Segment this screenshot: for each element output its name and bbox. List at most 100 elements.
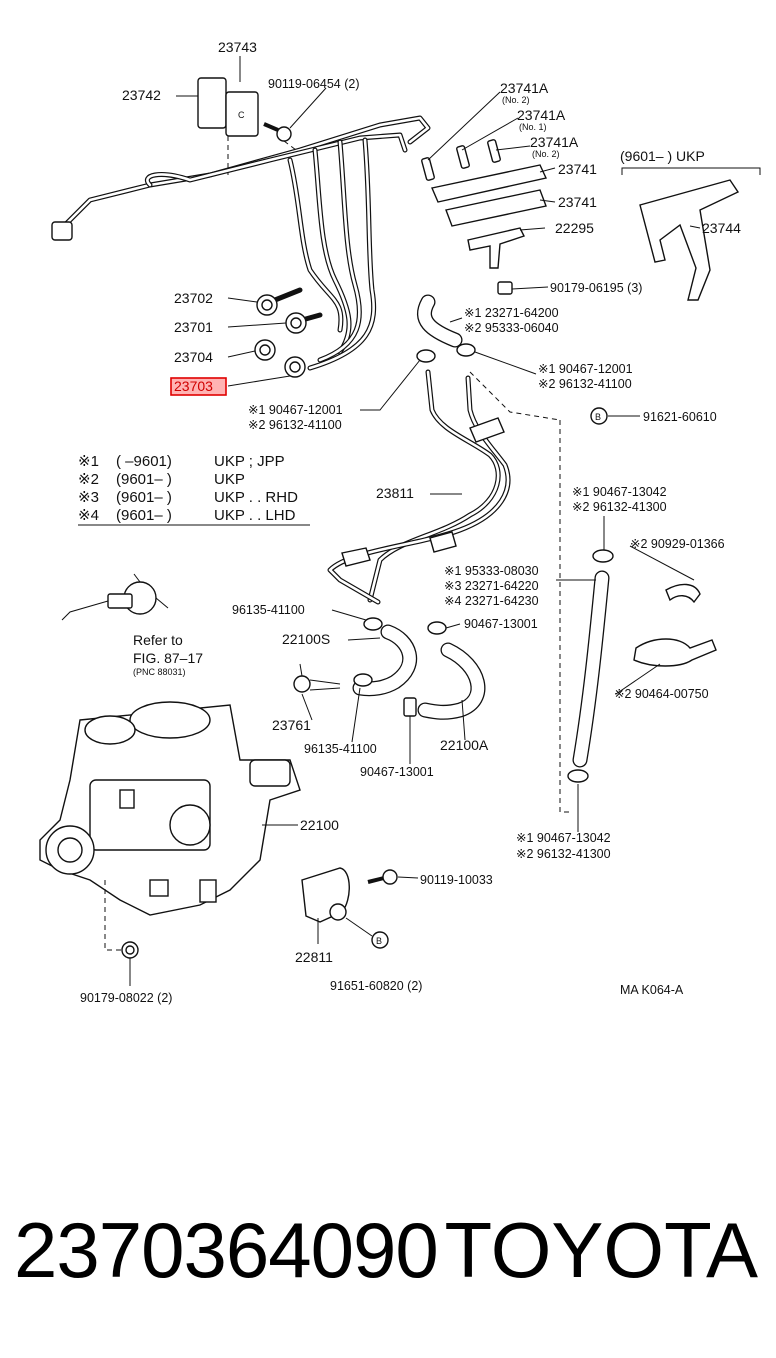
vacuum-valve-ref [61, 573, 169, 621]
pipe-clamp-23742: C [197, 77, 259, 137]
label-95333-06040: ※2 95333-06040 [464, 321, 559, 335]
clamp-23741-upper [431, 164, 547, 203]
label-23271-64230: ※4 23271-64230 [444, 594, 539, 608]
clip-90467-13042-bottom [567, 769, 589, 783]
legend-row-4: ※4 (9601– ) UKP . . LHD [78, 507, 296, 524]
label-90464-00750: ※2 90464-00750 [614, 687, 709, 701]
clip-90467-12001-left [416, 349, 436, 363]
label-90929-01366: ※2 90929-01366 [630, 537, 725, 551]
bolt-91621-60610-b: B [590, 407, 608, 425]
label-23271-64220: ※3 23271-64220 [444, 579, 539, 593]
label-95333-08030: ※1 95333-08030 [444, 564, 539, 578]
label-90179-08022: 90179-08022 (2) [80, 991, 172, 1005]
legend-desc-4: UKP . . LHD [214, 507, 296, 524]
clamp-23741-lower [445, 189, 547, 227]
legend-row-3: ※3 (9601– ) UKP . . RHD [78, 489, 298, 506]
label-90119-06454: 90119-06454 (2) [268, 77, 360, 91]
label-pnc-ref: (PNC 88031) [133, 667, 186, 677]
legend: ※1 ( –9601) UKP ; JPP ※2 (9601– ) UKP ※3… [78, 453, 310, 526]
label-96132-41300-bottom: ※2 96132-41300 [516, 847, 611, 861]
connector-23761 [293, 663, 341, 693]
legend-mark-2: ※2 [78, 471, 99, 488]
label-23761: 23761 [272, 717, 311, 733]
legend-mark-4: ※4 [78, 507, 99, 524]
label-90467-12001-left: ※1 90467-12001 [248, 403, 343, 417]
leader-lines [129, 56, 701, 986]
label-22295: 22295 [555, 220, 594, 236]
label-23811: 23811 [376, 485, 414, 501]
label-90467-12001-right: ※1 90467-12001 [538, 362, 633, 376]
label-23703: 23703 [174, 378, 213, 394]
label-96132-41100-right: ※2 96132-41100 [538, 377, 632, 391]
clamp-90464-00750 [633, 638, 717, 667]
brand-name: TOYOTA [444, 1206, 759, 1294]
label-23741-lower: 23741 [558, 194, 597, 210]
legend-row-1: ※1 ( –9601) UKP ; JPP [78, 453, 285, 470]
legend-mark-1: ※1 [78, 453, 99, 470]
label-23703-highlight: 23703 [170, 377, 227, 396]
circle-b-marker: B [595, 412, 601, 422]
label-23701: 23701 [174, 319, 213, 335]
hose-22100S [352, 624, 418, 697]
label-23741A-no1-sub: (No. 1) [519, 122, 547, 132]
clip-96135-41100-bottom [353, 673, 373, 687]
circle-b-marker-2: B [376, 936, 382, 946]
hose-23271-64200 [417, 294, 463, 348]
label-23741A-no2-a-sub: (No. 2) [502, 95, 530, 105]
label-23704: 23704 [174, 349, 213, 365]
nut-23702 [256, 294, 278, 316]
injection-pump-22100 [39, 701, 301, 916]
label-23744: 23744 [702, 220, 741, 236]
fuel-pipe-23811 [327, 369, 511, 605]
label-23271-64200: ※1 23271-64200 [464, 306, 559, 320]
label-drawing-code: MA K064-A [620, 983, 684, 997]
clip-90467-13001-bottom [403, 697, 417, 717]
label-96132-41100-left: ※2 96132-41100 [248, 418, 342, 432]
grommet-23741A-set [421, 139, 501, 181]
label-90467-13001-bottom: 90467-13001 [360, 765, 434, 779]
label-23741A-no2-b: 23741A [530, 134, 579, 150]
label-22100A: 22100A [440, 737, 489, 753]
label-22100S: 22100S [282, 631, 330, 647]
label-96135-41100-bottom: 96135-41100 [304, 742, 377, 756]
clamp-90929-01366 [665, 583, 701, 604]
legend-range-1: ( –9601) [116, 453, 172, 470]
bolt-90119-06454 [263, 122, 292, 142]
legend-range-4: (9601– ) [116, 507, 172, 524]
label-96132-41300-top: ※2 96132-41300 [572, 500, 667, 514]
hose-22100A [417, 642, 486, 720]
label-90467-13042-bottom: ※1 90467-13042 [516, 831, 611, 845]
label-22100: 22100 [300, 817, 339, 833]
nut-90179-06195 [497, 281, 513, 295]
clip-90467-13001-top [427, 621, 447, 635]
label-90179-06195: 90179-06195 (3) [550, 281, 642, 295]
legend-mark-3: ※3 [78, 489, 99, 506]
label-91651-60820: 91651-60820 (2) [330, 979, 422, 993]
label-23741A-no2-a: 23741A [500, 80, 549, 96]
label-ukp-note: (9601– ) UKP [620, 148, 705, 164]
label-91621-60610: 91621-60610 [643, 410, 717, 424]
nut-90179-08022 [121, 941, 139, 959]
legend-row-2: ※2 (9601– ) UKP [78, 471, 245, 488]
legend-desc-3: UKP . . RHD [214, 489, 298, 506]
label-22811: 22811 [295, 949, 333, 965]
label-90467-13001-top: 90467-13001 [464, 617, 538, 631]
clip-96135-41100-top [363, 617, 383, 631]
label-refer-to: Refer to [133, 632, 183, 648]
label-23742: 23742 [122, 87, 161, 103]
legend-range-3: (9601– ) [116, 489, 172, 506]
nut-23704 [254, 339, 276, 361]
bolt-90119-10033 [367, 869, 398, 885]
bolt-91651-60820-b: B [371, 931, 389, 949]
clip-90467-13042-top [592, 549, 614, 563]
label-90467-13042-top: ※1 90467-13042 [572, 485, 667, 499]
clip-90467-12001-right [456, 343, 476, 357]
bracket-22811 [301, 867, 350, 923]
label-96135-41100-top: 96135-41100 [232, 603, 305, 617]
part-number: 2370364090 [14, 1206, 439, 1294]
legend-desc-1: UKP ; JPP [214, 453, 285, 470]
label-90119-10033: 90119-10033 [420, 873, 493, 887]
nut-23701 [285, 312, 307, 334]
label-23741-upper: 23741 [558, 161, 597, 177]
bracket-23744 [639, 179, 740, 301]
